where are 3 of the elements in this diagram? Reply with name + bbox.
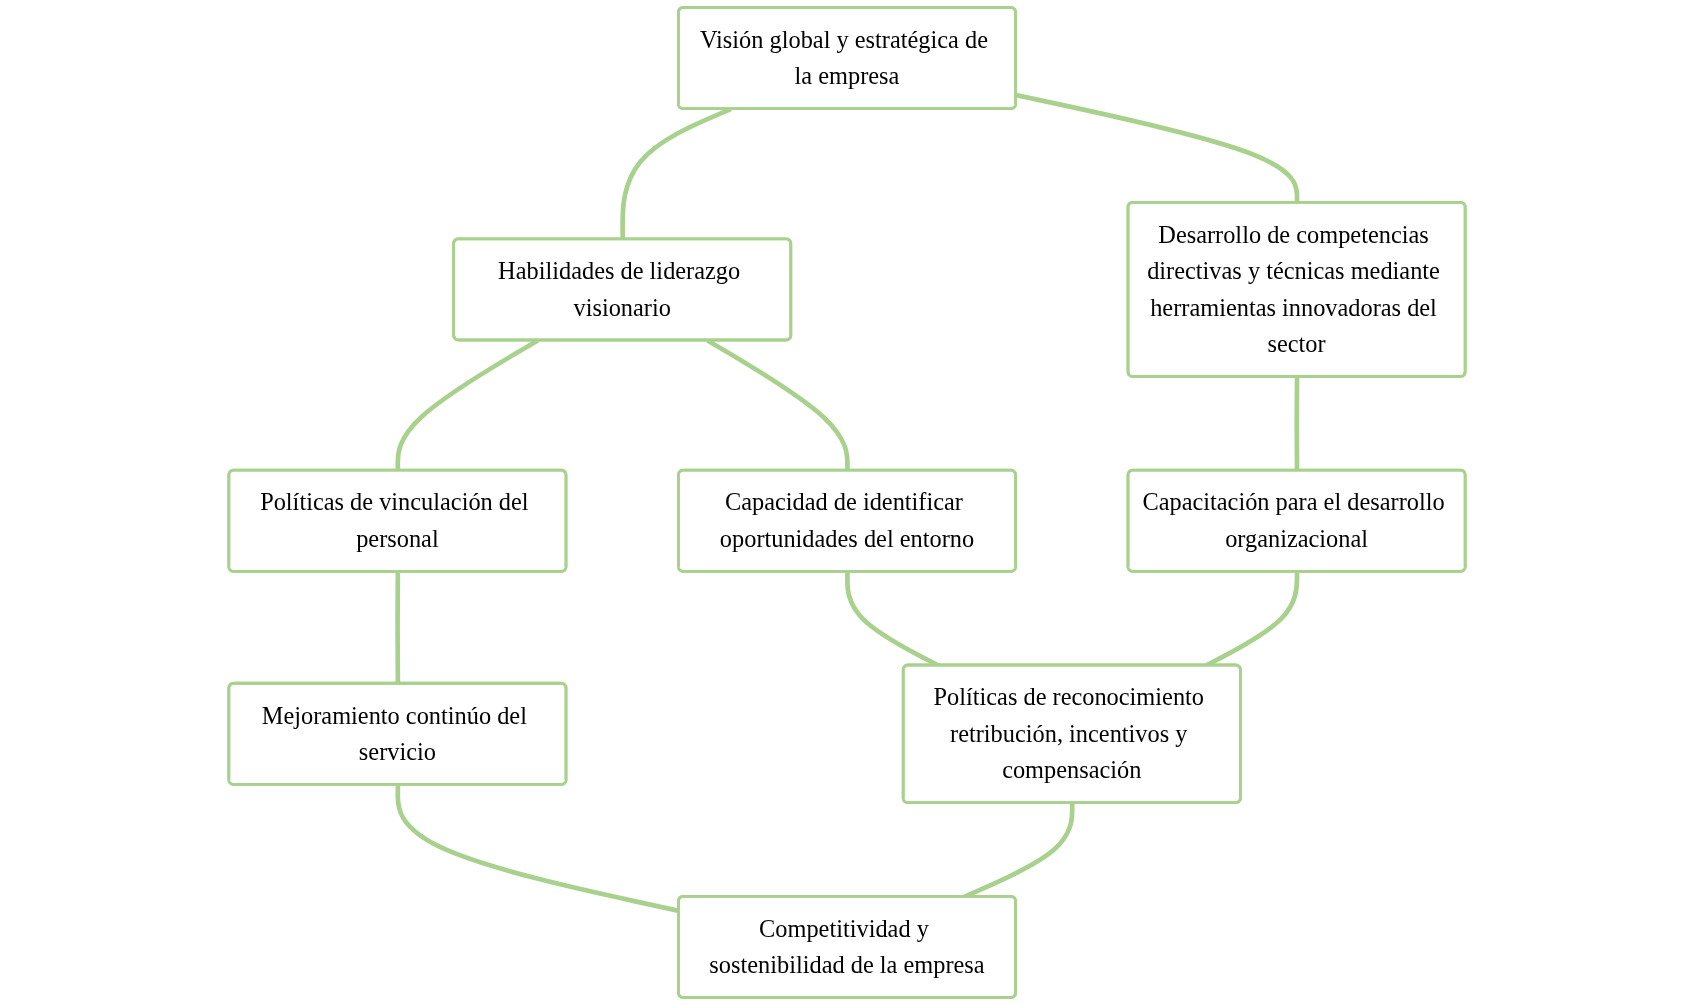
connector [1294, 376, 1300, 471]
connector [395, 571, 401, 684]
connector [1015, 92, 1300, 203]
